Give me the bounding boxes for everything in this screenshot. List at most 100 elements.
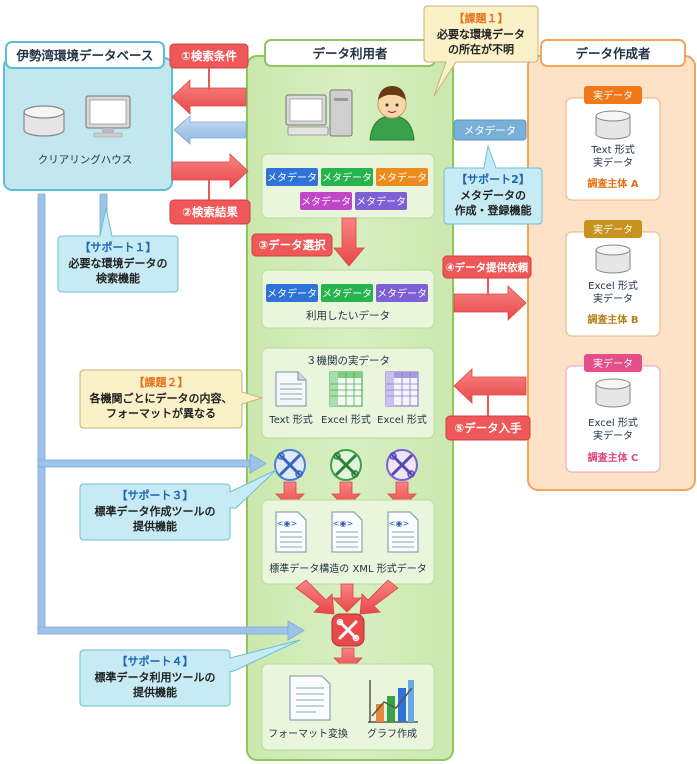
support1-line2: 検索機能 bbox=[96, 271, 140, 285]
support2-callout: 【サポート2】 メタデータの 作成・登録機能 bbox=[443, 144, 543, 225]
text-file-icon bbox=[275, 371, 307, 407]
source-b-badge-text: 実データ bbox=[593, 223, 633, 236]
user-person-icon bbox=[369, 86, 415, 141]
converging-arrows bbox=[295, 579, 399, 615]
database-title-box bbox=[5, 41, 165, 69]
creator-title: データ作成者 bbox=[575, 46, 651, 61]
search-results-box: メタデータ メタデータ メタデータ メタデータ メタデータ bbox=[261, 153, 435, 219]
data-obtain-arrow bbox=[453, 368, 527, 416]
result-chip-4-label: メタデータ bbox=[301, 195, 351, 208]
step5-label-box: ⑤データ入手 bbox=[445, 415, 531, 441]
selected-chip-3-label: メタデータ bbox=[377, 287, 427, 300]
source-c-database-icon bbox=[595, 378, 631, 408]
format-excel-label-2: Excel 形式 bbox=[377, 413, 427, 426]
issue2-line2: フォーマットが異なる bbox=[106, 406, 216, 420]
step1-label: ①検索条件 bbox=[181, 49, 237, 63]
selected-data-caption: 利用したいデータ bbox=[306, 309, 390, 322]
issue2-tag: 【課題２】 bbox=[134, 375, 189, 389]
step5-label: ⑤データ入手 bbox=[454, 421, 522, 435]
format-convert-label: フォーマット変換 bbox=[268, 727, 348, 740]
step1-label-box: ①検索条件 bbox=[169, 43, 249, 90]
issue1-tag: 【課題１】 bbox=[454, 11, 509, 25]
issue1-callout: 【課題１】 必要な環境データ の所在が不明 bbox=[423, 5, 539, 97]
support3-tag: 【サポート３】 bbox=[117, 488, 194, 502]
result-chip-5: メタデータ bbox=[355, 192, 407, 210]
xml-caption: 標準データ構造の XML 形式データ bbox=[269, 562, 426, 575]
format-excel-label-1: Excel 形式 bbox=[321, 413, 371, 426]
database-title: 伊勢湾環境データベース bbox=[16, 48, 154, 63]
source-a-badge bbox=[584, 86, 642, 104]
search-condition-arrow bbox=[171, 79, 247, 115]
data-request-arrow bbox=[453, 276, 527, 321]
step4-label-box: ④データ提供依頼 bbox=[442, 255, 532, 279]
source-c-line2: 実データ bbox=[593, 429, 633, 442]
source-card-a: 実データ Text 形式 実データ 調査主体 A bbox=[565, 86, 661, 201]
result-chip-2-label: メタデータ bbox=[322, 171, 372, 184]
step3-label: ③データ選択 bbox=[258, 238, 326, 252]
issue1-line2: の所在が不明 bbox=[448, 42, 514, 56]
user-computer-icon bbox=[285, 89, 353, 137]
creator-title-box bbox=[540, 39, 686, 67]
user-title: データ利用者 bbox=[312, 46, 388, 61]
source-a-org: 調査主体 A bbox=[587, 177, 638, 190]
source-c-org: 調査主体 C bbox=[588, 451, 639, 464]
svg-text:<◉>: <◉> bbox=[389, 519, 409, 528]
source-a-line2: 実データ bbox=[593, 156, 633, 169]
result-chip-3-label: メタデータ bbox=[377, 171, 427, 184]
support3-line1: 標準データ作成ツールの bbox=[95, 504, 216, 518]
source-a-badge-text: 実データ bbox=[593, 89, 633, 102]
xml-file-icon-1: <◉> bbox=[275, 511, 307, 553]
issue2-callout: 【課題２】 各機関ごとにデータの内容、 フォーマットが異なる bbox=[79, 369, 264, 429]
source-card-b: 実データ Excel 形式 実データ 調査主体 B bbox=[565, 220, 661, 337]
support3-line2: 提供機能 bbox=[133, 519, 177, 533]
selected-data-box: メタデータ メタデータ メタデータ 利用したいデータ bbox=[261, 269, 435, 329]
step4-label: ④データ提供依頼 bbox=[446, 261, 529, 274]
source-b-line1: Excel 形式 bbox=[588, 279, 638, 292]
search-result-arrow bbox=[171, 153, 249, 189]
xml-file-icon-3: <◉> bbox=[387, 511, 419, 553]
database-server-icon bbox=[23, 105, 65, 137]
result-chip-3: メタデータ bbox=[376, 168, 428, 186]
support4-line2: 提供機能 bbox=[133, 685, 177, 699]
integration-tool-icon bbox=[331, 613, 365, 647]
selected-chip-3: メタデータ bbox=[376, 284, 428, 302]
source-b-database-icon bbox=[595, 244, 631, 274]
result-chip-1-label: メタデータ bbox=[267, 171, 317, 184]
real-data-box: ３機関の実データ Tex bbox=[261, 347, 435, 439]
tool-icon-green bbox=[330, 449, 362, 481]
support2-line2: 作成・登録機能 bbox=[455, 203, 532, 217]
source-card-c: 実データ Excel 形式 実データ 調査主体 C bbox=[565, 354, 661, 473]
support1-tag: 【サポート１】 bbox=[80, 240, 157, 254]
selected-chip-2: メタデータ bbox=[321, 284, 373, 302]
result-chip-4: メタデータ bbox=[300, 192, 352, 210]
source-c-badge bbox=[584, 354, 642, 372]
support-connector-lines bbox=[37, 193, 305, 641]
issue2-line1: 各機関ごとにデータの内容、 bbox=[89, 391, 233, 405]
support4-tag: 【サポート４】 bbox=[117, 654, 194, 668]
support2-line1: メタデータの bbox=[460, 188, 526, 202]
support4-line1: 標準データ利用ツールの bbox=[95, 670, 216, 684]
real-data-title: ３機関の実データ bbox=[306, 354, 390, 367]
clearinghouse-label: クリアリングハウス bbox=[38, 153, 133, 166]
computer-monitor-icon bbox=[85, 95, 131, 138]
source-b-badge bbox=[584, 220, 642, 238]
svg-text:<◉>: <◉> bbox=[277, 519, 297, 528]
excel-sheet-green-icon bbox=[329, 371, 363, 407]
metadata-standalone-label: メタデータ bbox=[464, 124, 517, 137]
document-icon bbox=[289, 675, 331, 721]
tool-icon-blue bbox=[274, 449, 306, 481]
source-c-badge-text: 実データ bbox=[593, 357, 633, 370]
result-chip-2: メタデータ bbox=[321, 168, 373, 186]
format-text-label: Text 形式 bbox=[268, 413, 312, 426]
support1-line1: 必要な環境データの bbox=[68, 256, 168, 270]
xml-file-icon-2: <◉> bbox=[331, 511, 363, 553]
selected-chip-2-label: メタデータ bbox=[322, 287, 372, 300]
result-chip-5-label: メタデータ bbox=[356, 195, 406, 208]
step3-label-box: ③データ選択 bbox=[251, 233, 333, 257]
data-select-arrow bbox=[333, 217, 365, 267]
issue1-line1: 必要な環境データ bbox=[436, 27, 525, 41]
source-c-line1: Excel 形式 bbox=[588, 416, 638, 429]
support3-callout: 【サポート３】 標準データ作成ツールの 提供機能 bbox=[79, 469, 277, 541]
